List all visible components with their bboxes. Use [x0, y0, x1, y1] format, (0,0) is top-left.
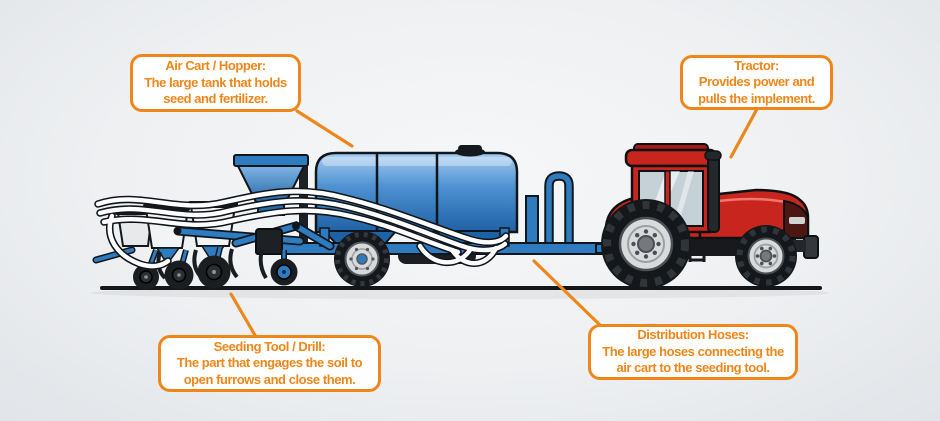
headlight — [789, 217, 805, 224]
callout-title: Tractor: — [734, 57, 779, 73]
callout-title: Distribution Hoses: — [637, 327, 749, 343]
callout-air-cart: Air Cart / Hopper: The large tank that h… — [130, 54, 301, 112]
callout-line: open furrows and close them. — [183, 371, 356, 387]
drill-gearbox — [255, 228, 283, 255]
callout-seeding-tool: Seeding Tool / Drill: The part that enga… — [158, 335, 381, 392]
leader-seeding-tool — [229, 292, 258, 339]
callout-line: pulls the implement. — [698, 90, 815, 106]
callout-leader-lines — [229, 107, 759, 339]
tractor-front-wheel — [735, 225, 797, 287]
leader-air-cart — [295, 109, 354, 148]
cart-rear-post — [525, 195, 539, 249]
ground-line — [90, 286, 830, 299]
callout-line: Provides power and — [698, 74, 815, 90]
distribution-hoses-illustration — [94, 187, 510, 270]
cart-wheel — [334, 231, 390, 287]
tractor-illustration — [601, 143, 819, 289]
callout-line: The large hoses connecting the — [602, 343, 784, 359]
callout-line: air cart to the seeding tool. — [616, 360, 770, 376]
callout-title: Air Cart / Hopper: — [165, 58, 266, 74]
cart-front-post — [299, 165, 308, 247]
leader-distribution-hoses — [532, 259, 603, 328]
callout-distribution-hoses: Distribution Hoses: The large hoses conn… — [588, 324, 798, 380]
callout-line: The part that engages the soil to — [176, 355, 363, 371]
callout-line: seed and fertilizer. — [163, 91, 268, 107]
leader-tractor — [729, 107, 759, 159]
cart-rear-handle — [544, 171, 574, 246]
exhaust-stack — [704, 150, 722, 233]
tractor-rear-wheel — [601, 199, 691, 289]
press-wheels — [133, 255, 298, 290]
front-bumper — [803, 235, 819, 259]
callout-title: Seeding Tool / Drill: — [213, 338, 326, 354]
callout-line: The large tank that holds — [144, 74, 287, 90]
callout-tractor: Tractor: Provides power and pulls the im… — [680, 55, 833, 110]
